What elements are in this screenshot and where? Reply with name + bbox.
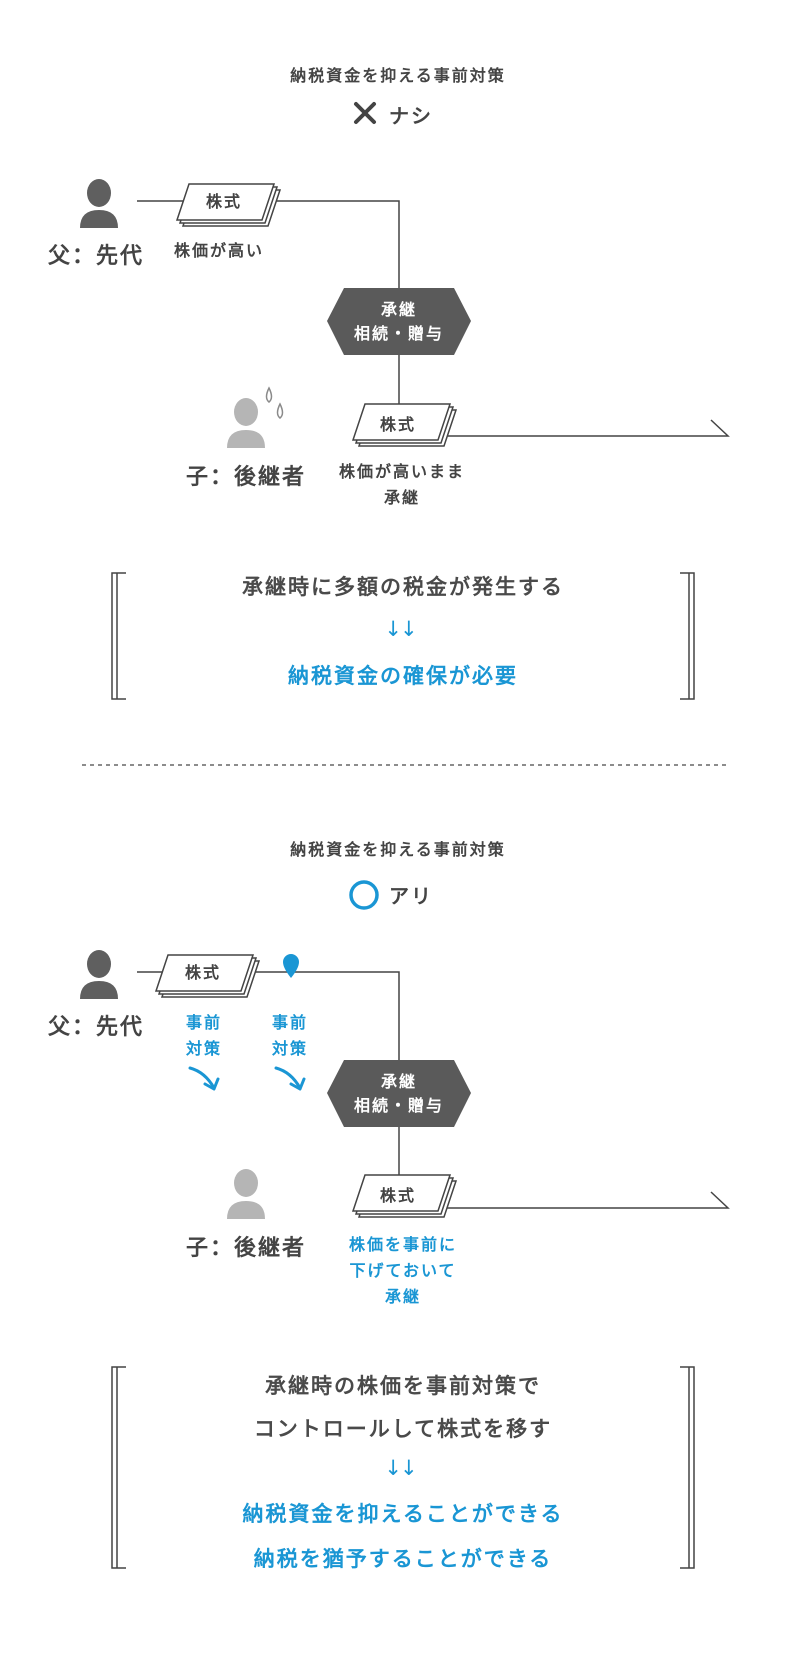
measure1-text: 事前 対策 xyxy=(186,1010,222,1062)
father-label: 父：先代 xyxy=(48,244,145,269)
father-stock-label: 株式 xyxy=(206,192,243,211)
child-worried-person-icon xyxy=(227,398,265,448)
result-bracket-right xyxy=(680,572,695,700)
result-bracket-left xyxy=(111,572,126,700)
result-bracket-left xyxy=(111,1366,126,1569)
hexagon-text: 承継 相続・贈与 xyxy=(354,1070,444,1118)
curved-arrow-icon xyxy=(274,1066,306,1091)
result2-line4: 納税を猶予することができる xyxy=(253,1547,553,1571)
hexagon-line2: 相続・贈与 xyxy=(353,1096,445,1115)
result2-line2: コントロールして株式を移す xyxy=(253,1417,553,1441)
hexagon-text: 承継 相続・贈与 xyxy=(354,298,444,346)
section1-mark-label: ナシ xyxy=(389,104,433,128)
cross-icon xyxy=(354,102,376,124)
stock-stack-icon xyxy=(351,1174,458,1218)
child-note: 株価が高いまま 承継 xyxy=(339,459,465,511)
succession-hexagon xyxy=(327,288,471,355)
connector-lines-2 xyxy=(137,971,730,1209)
father-stock-label: 株式 xyxy=(185,963,222,982)
sweat-drop-icon xyxy=(265,386,284,419)
stock-stack-icon xyxy=(175,183,282,227)
stock-stack-icon xyxy=(351,403,458,447)
map-pin-icon xyxy=(283,954,299,978)
father-person-icon xyxy=(80,179,118,228)
child-note-line1: 株価を事前に xyxy=(348,1235,458,1254)
child-stock-label: 株式 xyxy=(380,415,417,434)
father-note: 株価が高い xyxy=(174,241,265,260)
measure1-line2: 対策 xyxy=(185,1039,223,1058)
result-bracket-right xyxy=(680,1366,695,1569)
child-stock-label: 株式 xyxy=(380,1186,417,1205)
result1-line1: 承継時に多額の税金が発生する xyxy=(242,575,564,599)
curved-arrow-icon xyxy=(188,1066,220,1091)
connector-lines-1 xyxy=(137,200,730,437)
hexagon-line1: 承継 xyxy=(380,1072,418,1091)
measure2-line1: 事前 xyxy=(271,1013,309,1032)
circle-icon xyxy=(349,880,379,910)
child-note: 株価を事前に 下げておいて 承継 xyxy=(349,1232,457,1310)
father-person-icon xyxy=(80,950,118,999)
child-note-line2: 下げておいて xyxy=(349,1261,457,1280)
hexagon-line1: 承継 xyxy=(380,300,418,319)
child-label: 子：後継者 xyxy=(186,1236,307,1261)
measure2-line2: 対策 xyxy=(271,1039,309,1058)
section2-heading: 納税資金を抑える事前対策 xyxy=(290,840,506,859)
result2-line1: 承継時の株価を事前対策で xyxy=(265,1374,541,1398)
measure1-line1: 事前 xyxy=(185,1013,223,1032)
result1-line2: 納税資金の確保が必要 xyxy=(288,664,518,688)
child-person-icon xyxy=(227,1169,265,1219)
result2-line3: 納税資金を抑えることができる xyxy=(242,1502,564,1526)
section1-heading: 納税資金を抑える事前対策 xyxy=(290,66,506,85)
child-note-line2: 承継 xyxy=(383,488,421,507)
child-note-line1: 株価が高いまま xyxy=(338,462,466,481)
succession-hexagon xyxy=(327,1060,471,1127)
stock-stack-icon xyxy=(154,954,261,998)
measure2-text: 事前 対策 xyxy=(272,1010,308,1062)
section2-mark-label: アリ xyxy=(389,884,433,908)
result2-arrow: ↓↓ xyxy=(384,1456,417,1480)
father-label: 父：先代 xyxy=(48,1015,145,1040)
child-label: 子：後継者 xyxy=(186,465,307,490)
result1-arrow: ↓↓ xyxy=(384,617,417,641)
hexagon-line2: 相続・贈与 xyxy=(353,324,445,343)
child-note-line3: 承継 xyxy=(384,1287,422,1306)
